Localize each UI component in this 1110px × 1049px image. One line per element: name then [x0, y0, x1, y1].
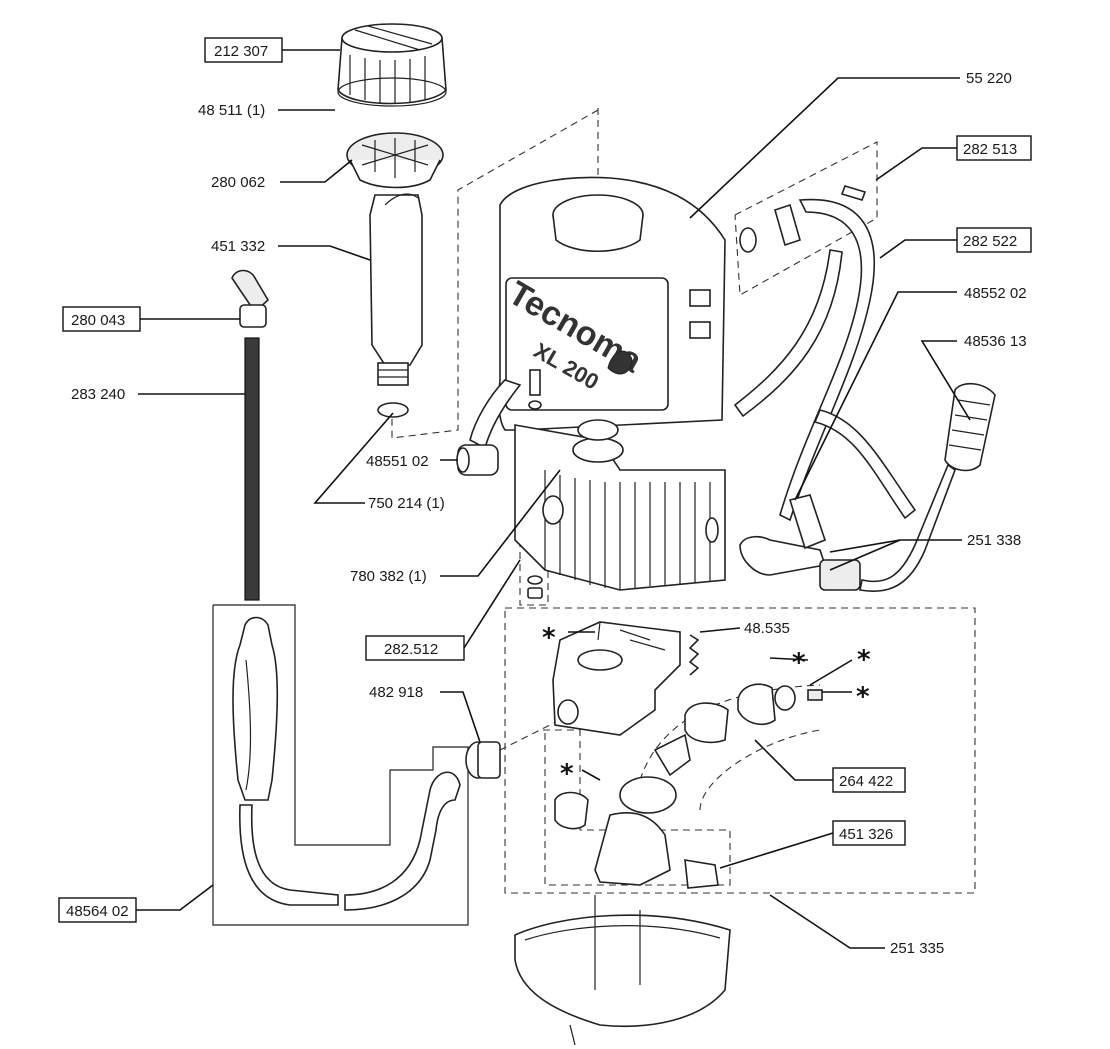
small-fittings	[527, 369, 543, 599]
part-number-labels: 212 307 48 511 (1) 280 062 451 332 280 0…	[66, 43, 1027, 957]
bottom-tray	[514, 895, 731, 1046]
label-251338: 251 338	[967, 532, 1021, 549]
asterisk-3: *	[857, 645, 871, 675]
tank-body: Tecnoma XL 200	[498, 176, 726, 431]
label-boxes	[58, 37, 1032, 923]
label-280043: 280 043	[71, 312, 125, 329]
asterisk-5: *	[560, 759, 574, 789]
label-4853613: 48536 13	[964, 333, 1027, 350]
tank-base	[514, 419, 726, 591]
leader-lines	[136, 49, 971, 949]
asterisk-markers: * * * * *	[542, 623, 871, 789]
handgun-assembly	[212, 604, 469, 926]
asterisk-1: *	[542, 623, 556, 653]
label-283240: 283 240	[71, 386, 125, 403]
asterisk-4: *	[856, 682, 870, 712]
lance-rod	[244, 337, 260, 601]
label-750214: 750 214 (1)	[368, 495, 445, 512]
label-282522: 282 522	[963, 233, 1017, 250]
label-48535: 48.535	[744, 620, 790, 637]
label-282513: 282 513	[963, 141, 1017, 158]
label-280062: 280 062	[211, 174, 265, 191]
label-48511: 48 511 (1)	[198, 102, 265, 119]
left-strap-mount	[456, 379, 522, 476]
asterisk-2: *	[792, 648, 806, 678]
label-55220: 55 220	[966, 70, 1012, 87]
nozzle	[231, 269, 270, 328]
shoulder-straps	[733, 185, 917, 522]
label-4856402: 48564 02	[66, 903, 129, 920]
suction-tube	[369, 193, 423, 418]
label-482918: 482 918	[369, 684, 423, 701]
label-451326: 451 326	[839, 826, 893, 843]
label-451332: 451 332	[211, 238, 265, 255]
valve-block	[552, 621, 700, 736]
valve-parts	[465, 683, 823, 889]
label-4855102: 48551 02	[366, 453, 429, 470]
label-264422: 264 422	[839, 773, 893, 790]
label-251335: 251 335	[890, 940, 944, 957]
pump-lever	[739, 382, 996, 592]
label-212307: 212 307	[214, 43, 268, 60]
filler-cap	[337, 23, 447, 107]
label-780382: 780 382 (1)	[350, 568, 427, 585]
strainer	[346, 132, 444, 189]
label-4855202: 48552 02	[964, 285, 1027, 302]
label-282512: 282.512	[384, 641, 438, 658]
